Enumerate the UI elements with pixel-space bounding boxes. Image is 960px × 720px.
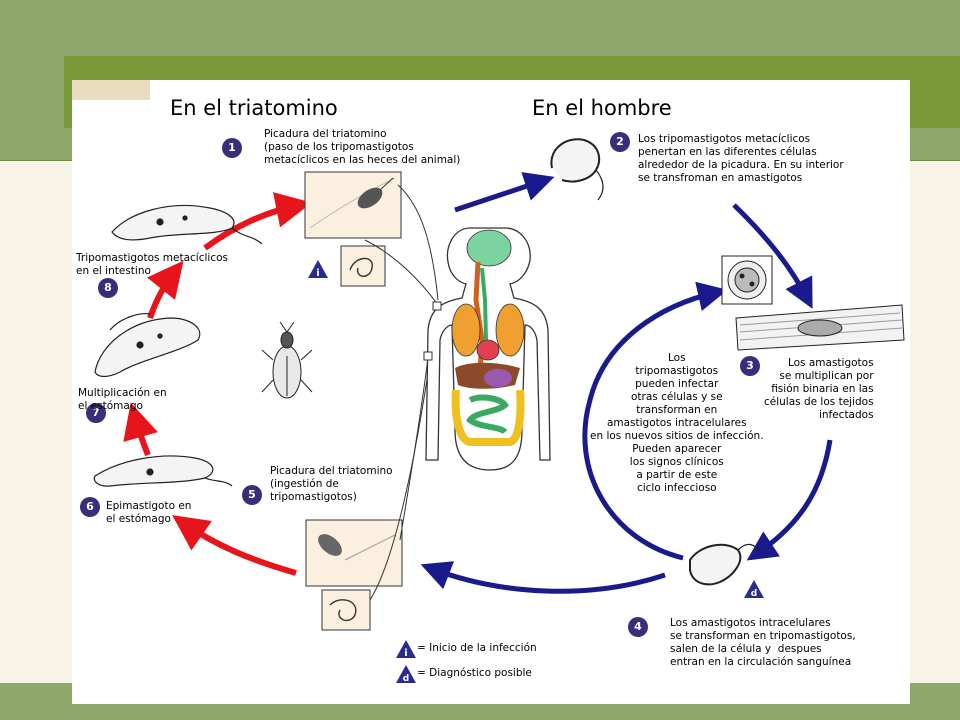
- step-8-badge: 8: [98, 278, 118, 298]
- step-2-badge: 2: [610, 132, 630, 152]
- infection-start-icon: i: [308, 260, 328, 279]
- step-4-label: Los amastigotos intracelulares se transf…: [670, 617, 856, 668]
- legend-d-symbol: d: [403, 674, 409, 684]
- triatomine-bug-icon: [261, 321, 313, 399]
- step-6-badge: 6: [80, 497, 100, 517]
- blue-arrow-4-to-5: [420, 561, 666, 594]
- step-2-label: Los tripomastigotos metacíclicos penerta…: [638, 133, 844, 184]
- blue-arrow-reinfection-loop: [582, 281, 728, 561]
- reinfection-note: Los tripomastigotos pueden infectar otra…: [590, 352, 764, 494]
- step-5-badge: 5: [242, 485, 262, 505]
- red-arrow-6-to-7: [123, 402, 158, 457]
- step-3-label: Los amastigotos se multiplican por fisió…: [764, 357, 874, 421]
- diagnosis-icon: d: [744, 580, 764, 599]
- svg-text:i: i: [316, 268, 319, 279]
- legend-infection-start-icon: i: [396, 640, 416, 659]
- step-7-label: Multiplicación en el estómago: [78, 387, 167, 412]
- blue-arrow-2-to-3: [732, 203, 813, 309]
- red-arrow-5-to-6: [172, 515, 297, 576]
- step-8-label: Tripomastigotos metacíclicos en el intes…: [76, 252, 229, 277]
- heading-triatomine: En el triatomino: [170, 96, 338, 120]
- step-7-badge: 7: [86, 403, 106, 423]
- bite-ingestion-inset: [305, 519, 403, 631]
- step-4-badge: 4: [628, 617, 648, 637]
- trypanosome-icon: [93, 138, 761, 586]
- human-body-icon: [423, 227, 551, 471]
- blue-arrow-3-to-4: [746, 439, 833, 561]
- legend-i-symbol: i: [404, 648, 407, 659]
- panel-corner-decoration: [72, 80, 150, 100]
- step-6-label: Epimastigoto en el estómago: [106, 500, 192, 525]
- bite-feces-inset: [304, 171, 402, 287]
- legend-infection-start: = Inicio de la infección: [417, 642, 537, 654]
- legend-diagnosis-icon: d: [396, 665, 416, 684]
- heading-human: En el hombre: [532, 96, 672, 120]
- svg-text:d: d: [751, 589, 757, 599]
- step-5-label: Picadura del triatomino (ingestión de tr…: [270, 465, 393, 503]
- step-1-label: Picadura del triatomino (paso de los tri…: [264, 128, 461, 166]
- blue-arrow-1-to-2: [454, 172, 555, 213]
- amastigote-cell-icon: [721, 255, 905, 351]
- red-arrow-7-to-8: [146, 260, 184, 319]
- legend-diagnosis: = Diagnóstico posible: [417, 667, 532, 679]
- red-arrow-8-to-1: [203, 192, 312, 251]
- step-1-badge: 1: [222, 138, 242, 158]
- step-3-badge: 3: [740, 356, 760, 376]
